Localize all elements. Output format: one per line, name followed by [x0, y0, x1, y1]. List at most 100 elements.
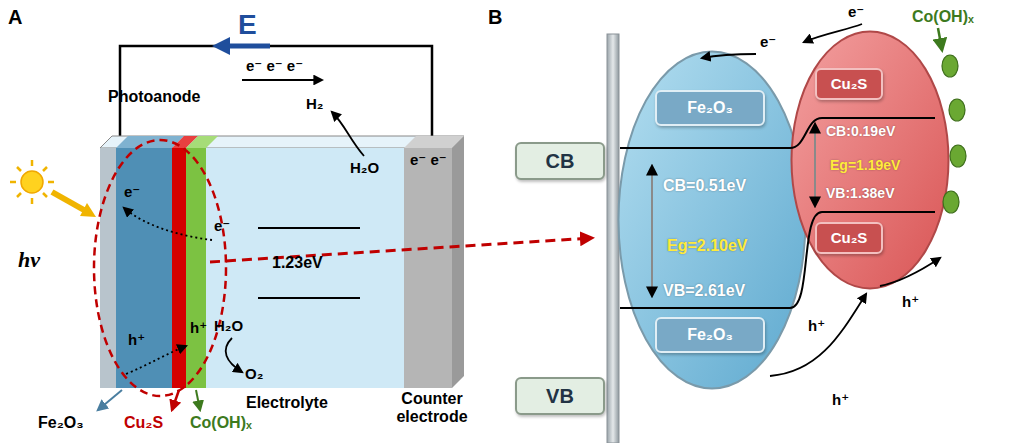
path-shape — [770, 294, 866, 376]
band-value: CB:0.19eV — [826, 124, 895, 139]
g-shape — [942, 55, 966, 213]
hole-label: h⁺ — [832, 392, 849, 409]
species-label: H₂ — [306, 96, 324, 113]
band-value: VB=2.61eV — [663, 282, 745, 300]
ellipse-shape — [943, 191, 959, 213]
line-shape — [196, 390, 200, 410]
electron-label: e⁻ — [848, 4, 864, 21]
path-shape — [880, 258, 940, 286]
line-shape — [43, 193, 47, 197]
line-shape — [226, 44, 270, 49]
path-shape — [80, 203, 96, 217]
path-shape — [332, 112, 364, 156]
node-text: CB — [546, 150, 575, 172]
rect-shape — [186, 148, 206, 388]
band-box: CB — [515, 142, 605, 180]
hole-label: h⁺ — [902, 294, 919, 311]
line-shape — [938, 28, 942, 50]
layer-label: Co(OH)ₓ — [912, 8, 974, 26]
path-shape — [620, 118, 935, 148]
rect-shape — [206, 148, 404, 388]
rect-shape — [404, 148, 452, 388]
material-box: Cu₂S — [815, 68, 883, 100]
rect-shape — [607, 34, 619, 443]
fe2o3-ellipse: CB=0.51eV Eg=2.10eV VB=2.61eV Fe₂O₃ Fe₂O₃ — [617, 50, 807, 390]
line-shape — [17, 167, 21, 171]
path-shape — [804, 24, 862, 42]
photon-label: hv — [18, 248, 40, 272]
species-label: H₂O — [350, 160, 379, 177]
line-shape — [258, 297, 360, 299]
polygon-shape — [100, 136, 464, 148]
species-label: O₂ — [245, 366, 263, 383]
node-text: Fe₂O₃ — [687, 99, 733, 117]
band-value: Eg=2.10eV — [667, 237, 748, 255]
line-shape — [172, 390, 179, 410]
hole-label: h⁺ — [190, 320, 207, 337]
ellipse-outline — [792, 32, 949, 289]
polygon-shape — [186, 136, 218, 148]
rect-shape — [100, 148, 116, 388]
material-box: Fe₂O₃ — [655, 90, 765, 126]
electron-label: e⁻ e⁻ e⁻ — [246, 58, 303, 75]
hole-label: h⁺ — [808, 318, 825, 335]
energy-label: 1.23eV — [272, 254, 323, 272]
electron-label: e⁻ e⁻ — [410, 152, 447, 169]
line-shape — [98, 390, 122, 410]
rect-shape — [172, 148, 186, 388]
electron-label: e⁻ — [760, 34, 776, 51]
layer-label: Cu₂S — [124, 414, 163, 432]
band-box: VB — [515, 377, 605, 415]
line-shape — [210, 238, 592, 262]
panel-letter: B — [488, 6, 502, 28]
line-shape — [31, 198, 34, 204]
layer-label: Fe₂O₃ — [38, 414, 84, 432]
circle-shape — [21, 171, 43, 193]
electron-label: e⁻ — [214, 218, 230, 235]
part-label: Electrolyte — [246, 394, 328, 412]
polygon-shape — [452, 136, 464, 388]
part-label: Photoanode — [108, 88, 200, 106]
electron-label: e⁻ — [124, 184, 140, 201]
species-label: H₂O — [214, 318, 243, 335]
polygon-shape — [404, 136, 464, 148]
line-shape — [10, 181, 16, 184]
band-value: Eg=1.19eV — [830, 158, 900, 173]
band-value: CB=0.51eV — [663, 177, 746, 195]
ellipse-shape — [949, 99, 965, 121]
ellipse-outline — [619, 52, 806, 389]
path-shape — [126, 346, 186, 374]
panel-letter: A — [8, 6, 22, 28]
hole-label: h⁺ — [128, 332, 145, 349]
part-label: Counter electrode — [384, 390, 480, 425]
path-shape — [702, 54, 756, 58]
ellipse-shape — [942, 55, 958, 77]
line-shape — [814, 124, 816, 206]
band-value: VB:1.38eV — [826, 186, 894, 201]
layer-label: Co(OH)ₓ — [190, 414, 252, 432]
path-shape — [124, 208, 212, 240]
line-shape — [17, 193, 21, 197]
line-shape — [242, 79, 322, 81]
g-shape — [10, 160, 54, 204]
line-shape — [651, 166, 653, 296]
ellipse-shape — [94, 140, 226, 396]
line-shape — [31, 160, 34, 166]
material-box: Fe₂O₃ — [655, 317, 765, 353]
material-box: Cu₂S — [815, 222, 883, 254]
node-text: Fe₂O₃ — [687, 326, 733, 344]
field-label: E — [238, 10, 257, 41]
line-shape — [48, 181, 54, 184]
path-shape — [212, 37, 230, 55]
node-text: Cu₂S — [831, 76, 868, 93]
path-shape — [620, 212, 935, 308]
ellipse-shape — [950, 145, 966, 167]
rect-shape — [116, 148, 172, 388]
line-shape — [52, 192, 84, 210]
node-text: VB — [546, 385, 574, 407]
line-shape — [43, 167, 47, 171]
path-shape — [226, 338, 242, 372]
